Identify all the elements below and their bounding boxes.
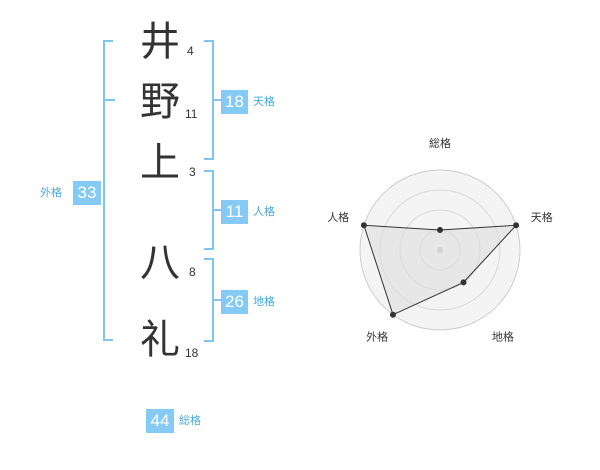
radar-point-3 (460, 279, 467, 286)
jinkaku-label: 人格 (253, 205, 275, 218)
chikaku-tick (213, 299, 221, 301)
radar-value-area (363, 224, 518, 316)
gaikaku-tick (103, 99, 115, 101)
radar-point-5 (360, 222, 367, 229)
stroke-count-1: 4 (187, 44, 194, 58)
gaikaku-value: 33 (73, 181, 101, 205)
radar-axis-label-4: 外格 (366, 330, 388, 344)
jinkaku-value: 11 (221, 200, 248, 224)
jinkaku-tick (213, 209, 221, 211)
gaikaku-bracket (103, 40, 113, 341)
stroke-count-4: 8 (189, 265, 196, 279)
name-char-4: 八 (140, 240, 180, 286)
tenkaku-value: 18 (221, 90, 248, 114)
stroke-count-5: 18 (185, 346, 199, 360)
stroke-count-3: 3 (189, 165, 196, 179)
radar-axis-label-5: 人格 (327, 210, 349, 224)
radar-point-4 (389, 311, 396, 318)
soukaku-value: 44 (146, 409, 174, 433)
chikaku-value: 26 (221, 290, 248, 314)
radar-point-2 (513, 222, 520, 229)
name-char-1: 井 (140, 19, 180, 65)
radar-axis-label-1: 総格 (429, 136, 451, 150)
radar-point-1 (437, 227, 443, 233)
radar-axis-label-3: 地格 (492, 330, 514, 344)
name-char-2: 野 (140, 79, 180, 125)
chikaku-label: 地格 (253, 295, 275, 308)
gaikaku-label: 外格 (40, 186, 62, 199)
tenkaku-label: 天格 (253, 95, 275, 108)
tenkaku-tick (213, 99, 221, 101)
radar-axis-label-2: 天格 (531, 210, 553, 224)
name-char-3: 上 (140, 140, 180, 186)
name-char-5: 礼 (140, 317, 180, 363)
stroke-count-2: 11 (185, 107, 198, 121)
soukaku-label: 総格 (179, 414, 201, 427)
